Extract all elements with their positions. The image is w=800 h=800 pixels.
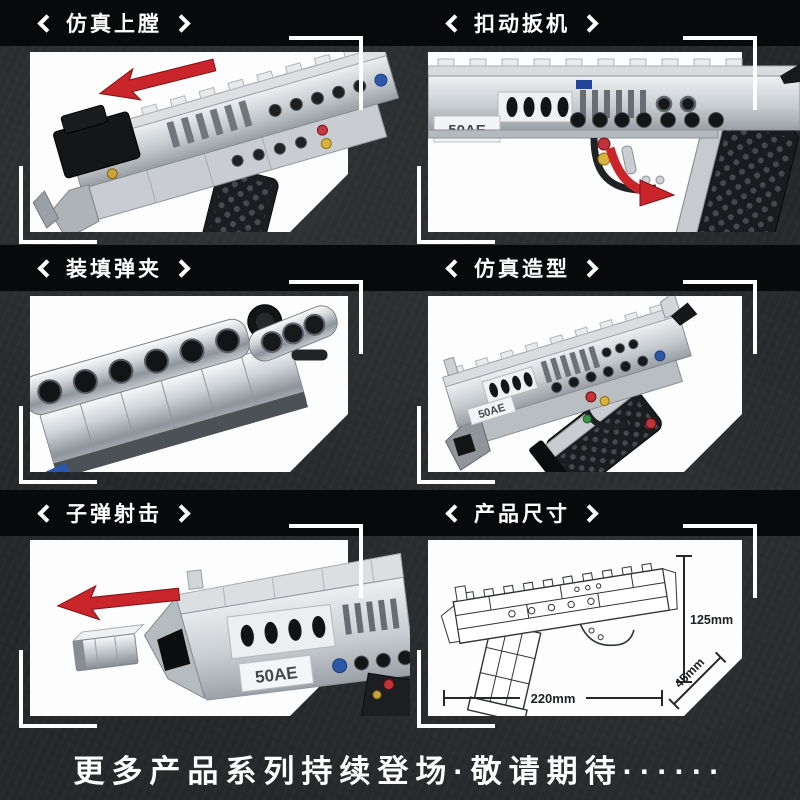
- corner-bracket-top-right: [683, 36, 757, 110]
- panel-magazine: [19, 280, 363, 484]
- corner-bracket-top-right: [683, 280, 757, 354]
- feature-label-text: 仿真造型: [474, 258, 570, 281]
- front-sight: [443, 356, 459, 377]
- panel-design: 50AE: [417, 280, 757, 484]
- feature-label-chambering: 仿真上膛: [37, 0, 191, 46]
- label-band-row2: 装填弹夹 仿真造型: [0, 245, 800, 291]
- feature-label-shooting: 子弹射击: [37, 490, 191, 536]
- corner-bracket-bottom-left: [19, 406, 97, 484]
- vent-slits: [580, 90, 646, 118]
- feature-label-text: 扣动扳机: [474, 13, 570, 36]
- chevron-right-icon: [172, 13, 191, 33]
- corner-bracket-bottom-left: [417, 406, 495, 484]
- front-sight: [186, 569, 204, 591]
- hammer: [670, 302, 698, 326]
- caliber-tile: [238, 654, 315, 693]
- caliber-tile: [466, 395, 517, 426]
- corner-bracket-bottom-left: [19, 650, 97, 728]
- red-arrow-curved-icon: [605, 146, 676, 207]
- label-band-row3: 子弹射击 产品尺寸: [0, 490, 800, 536]
- vent-slits: [166, 100, 253, 148]
- chevron-right-icon: [580, 503, 599, 523]
- red-arrow-left-icon: [98, 58, 217, 101]
- grip-art: [672, 108, 799, 232]
- dim-height: 125mm: [676, 555, 733, 683]
- feature-label-magazine: 装填弹夹: [37, 245, 191, 291]
- chevron-right-icon: [172, 258, 191, 278]
- magazine-illustration: [30, 304, 338, 472]
- feature-label-text: 子弹射击: [66, 503, 162, 526]
- dim-length-label: 220mm: [531, 691, 576, 706]
- outline-pistol: [440, 562, 678, 647]
- panel-chambering: [19, 36, 400, 244]
- corner-bracket-bottom-left: [417, 166, 495, 244]
- dim-width-label: 45mm: [672, 655, 707, 690]
- trigger-guard: [584, 409, 630, 430]
- vent-slits: [540, 345, 601, 384]
- pin-holes: [332, 650, 410, 674]
- axle-pin: [291, 349, 328, 361]
- vent-slits: [342, 598, 400, 635]
- corner-bracket-bottom-left: [19, 166, 97, 244]
- chevron-right-icon: [172, 503, 191, 523]
- chevron-left-icon: [37, 258, 56, 278]
- muzzle-bore: [157, 628, 191, 672]
- stud-row: [437, 58, 743, 67]
- red-arrow-left-icon: [56, 584, 181, 621]
- dim-width: 45mm: [668, 651, 727, 710]
- dim-length: 220mm: [443, 690, 663, 706]
- chevron-right-icon: [580, 13, 599, 33]
- feature-label-text: 装填弹夹: [66, 258, 162, 281]
- liftarm-part-art: [248, 305, 338, 362]
- blue-pin: [44, 463, 70, 472]
- panel-trigger: 50AE: [417, 36, 800, 244]
- magazine-base: [529, 440, 585, 472]
- chevron-left-icon: [445, 503, 464, 523]
- chevron-left-icon: [445, 258, 464, 278]
- feature-label-text: 产品尺寸: [474, 503, 570, 526]
- shooting-illustration: 50AE: [56, 552, 410, 716]
- chevron-right-icon: [580, 258, 599, 278]
- stud-row: [140, 52, 361, 116]
- label-band-row1: 仿真上膛 扣动扳机: [0, 0, 800, 46]
- corner-bracket-top-right: [289, 280, 363, 354]
- pistol-side-art: 50AE: [428, 58, 800, 194]
- dim-height-label: 125mm: [690, 613, 733, 627]
- dimensions-diagram: 125mm 220mm 45mm: [440, 555, 733, 716]
- bullet-brick-art: [71, 623, 145, 672]
- grip-corner-art: [360, 672, 410, 716]
- pin-holes: [551, 339, 666, 393]
- corner-bracket-top-right: [289, 524, 363, 598]
- corner-bracket-top-right: [683, 524, 757, 598]
- corner-bracket-top-right: [289, 36, 363, 110]
- chevron-left-icon: [37, 13, 56, 33]
- pin-holes: [570, 95, 724, 128]
- pistol-art: 50AE: [442, 296, 698, 471]
- feature-label-design: 仿真造型: [445, 245, 599, 291]
- hammer: [780, 64, 800, 84]
- chevron-left-icon: [445, 13, 464, 33]
- corner-bracket-bottom-left: [417, 650, 495, 728]
- panel-dimensions: 125mm 220mm 45mm: [417, 524, 757, 728]
- feature-label-dimensions: 产品尺寸: [445, 490, 599, 536]
- pistol-rear-art: [32, 52, 400, 232]
- trigger: [621, 145, 637, 175]
- trigger-guard: [579, 623, 635, 647]
- feature-label-text: 仿真上膛: [66, 13, 162, 36]
- chevron-left-icon: [37, 503, 56, 523]
- stud-row: [449, 303, 664, 376]
- pistol-front-art: 50AE: [143, 552, 410, 716]
- trigger-illustration: 50AE: [428, 58, 800, 232]
- chambering-illustration: [32, 52, 400, 232]
- feature-label-trigger: 扣动扳机: [445, 0, 599, 46]
- footer-tagline: 更多产品系列持续登场·敬请期待······: [73, 753, 727, 789]
- design-illustration: 50AE: [442, 296, 698, 472]
- panel-shooting: 50AE: [19, 524, 410, 728]
